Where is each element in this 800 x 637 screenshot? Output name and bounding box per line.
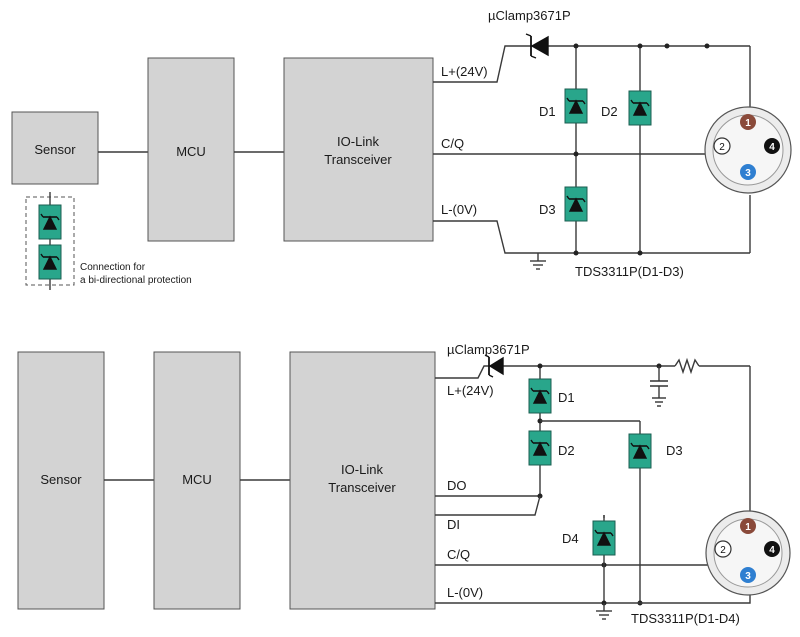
bottom-diagram: Sensor MCU IO-Link Transceiver <box>17 342 791 626</box>
bottom-line-di: DI <box>447 517 460 532</box>
bottom-pin-3: 3 <box>745 571 751 582</box>
bottom-line-cq: C/Q <box>447 547 470 562</box>
top-ground-icon <box>529 252 547 270</box>
top-bidirectional-callout: Connection for a bi-directional protecti… <box>25 192 192 290</box>
bottom-d4-label: D4 <box>562 531 579 546</box>
bottom-d2-diode <box>528 430 552 466</box>
bottom-d3-label: D3 <box>666 443 683 458</box>
top-line-lplus: L+(24V) <box>441 64 488 79</box>
top-pin-1: 1 <box>745 118 751 129</box>
top-pin-4: 4 <box>769 142 775 153</box>
bottom-transceiver-line1: IO-Link <box>341 462 383 477</box>
bottom-tds-label: TDS3311P(D1-D4) <box>631 611 740 626</box>
top-pin-2: 2 <box>719 142 725 153</box>
top-connection-line1: Connection for <box>80 262 146 273</box>
top-sensor-block: Sensor <box>11 111 99 185</box>
bottom-capacitor-icon <box>650 366 668 407</box>
top-connection-line2: a bi-directional protection <box>80 275 192 286</box>
bottom-transceiver-block: IO-Link Transceiver <box>289 351 436 610</box>
top-mcu-block: MCU <box>147 57 235 242</box>
bottom-pin-4: 4 <box>769 545 775 556</box>
bottom-ground-icon <box>595 602 613 620</box>
bottom-line-lminus: L-(0V) <box>447 585 483 600</box>
bottom-d3-diode <box>628 433 652 469</box>
top-d3-label: D3 <box>539 202 556 217</box>
bottom-sensor-block: Sensor <box>17 351 105 610</box>
top-transceiver-line2: Transceiver <box>324 152 392 167</box>
top-bidir-diode-upper <box>38 204 62 240</box>
top-m12-connector-icon: 1 2 3 4 <box>704 106 792 194</box>
top-sensor-label: Sensor <box>34 142 76 157</box>
top-d3-diode <box>564 186 588 222</box>
bottom-d1-label: D1 <box>558 390 575 405</box>
bottom-transceiver-line2: Transceiver <box>328 480 396 495</box>
top-bidir-diode-lower <box>38 244 62 280</box>
bottom-d2-label: D2 <box>558 443 575 458</box>
bottom-uclamp-label: µClamp3671P <box>447 342 530 357</box>
top-uclamp-label: µClamp3671P <box>488 8 571 23</box>
bottom-d1-diode <box>528 378 552 414</box>
top-uclamp-diode <box>522 33 549 59</box>
top-d2-diode <box>628 90 652 126</box>
bottom-uclamp-diode <box>484 354 504 378</box>
bottom-mcu-block: MCU <box>153 351 241 610</box>
bottom-m12-connector-icon: 1 2 3 4 <box>705 510 791 596</box>
top-line-cq: C/Q <box>441 136 464 151</box>
top-diagram: Sensor MCU IO-Link Transceiver µ <box>11 8 792 290</box>
top-d2-label: D2 <box>601 104 618 119</box>
top-tds-label: TDS3311P(D1-D3) <box>575 264 684 279</box>
top-d1-diode <box>564 88 588 124</box>
top-transceiver-block: IO-Link Transceiver <box>283 57 434 242</box>
bottom-line-do: DO <box>447 478 467 493</box>
bottom-pin-1: 1 <box>745 522 751 533</box>
bottom-line-lplus: L+(24V) <box>447 383 494 398</box>
top-mcu-label: MCU <box>176 144 206 159</box>
bottom-sensor-label: Sensor <box>40 472 82 487</box>
top-transceiver-line1: IO-Link <box>337 134 379 149</box>
top-pin-3: 3 <box>745 168 751 179</box>
bottom-pin-2: 2 <box>720 545 726 556</box>
bottom-d4-diode <box>592 520 616 556</box>
top-d1-label: D1 <box>539 104 556 119</box>
top-line-lminus: L-(0V) <box>441 202 477 217</box>
bottom-mcu-label: MCU <box>182 472 212 487</box>
